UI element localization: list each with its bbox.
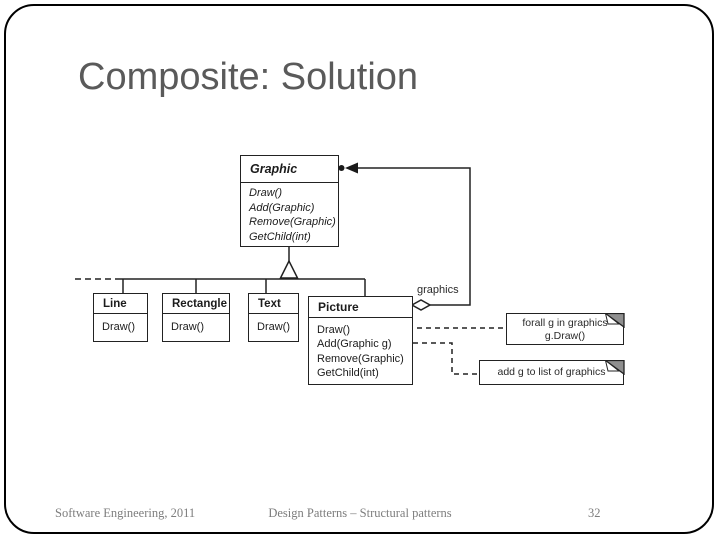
method: Draw() xyxy=(257,321,290,333)
note-text: add g to list of graphics xyxy=(497,366,606,378)
class-picture-name: Picture xyxy=(309,297,412,318)
footer-left-text: Software Engineering, 2011 xyxy=(55,506,196,520)
class-rectangle-methods: Draw() xyxy=(163,314,229,335)
class-graphic-methods: Draw() Add(Graphic) Remove(Graphic) GetC… xyxy=(241,183,338,244)
class-line: Line Draw() xyxy=(93,293,148,342)
note-fold-icon xyxy=(604,359,625,375)
footer-center-text: Design Patterns – Structural patterns xyxy=(268,506,452,520)
class-rectangle-name: Rectangle xyxy=(163,294,229,314)
method: Add(Graphic g) xyxy=(317,338,392,351)
class-graphic: Graphic Draw() Add(Graphic) Remove(Graph… xyxy=(240,155,339,247)
method: Remove(Graphic) xyxy=(249,216,336,228)
class-line-name: Line xyxy=(94,294,147,314)
method: Draw() xyxy=(102,321,135,333)
note-fold-icon xyxy=(604,312,625,328)
note-forall-graphics: forall g in graphics g.Draw() xyxy=(506,312,625,345)
page-title: Composite: Solution xyxy=(78,56,419,98)
note-text: g.Draw() xyxy=(544,330,586,342)
method: Remove(Graphic) xyxy=(317,352,404,365)
class-line-methods: Draw() xyxy=(94,314,147,335)
class-rectangle: Rectangle Draw() xyxy=(162,293,230,342)
class-text-name: Text xyxy=(249,294,298,314)
arrowhead-icon xyxy=(345,162,358,174)
note2-dashed-line xyxy=(404,342,479,375)
method: Add(Graphic) xyxy=(249,201,315,214)
note-text: forall g in graphics xyxy=(522,317,608,329)
aggregation-loop-line xyxy=(358,167,471,306)
footer-page-number: 32 xyxy=(588,506,601,520)
class-graphic-name: Graphic xyxy=(241,156,338,183)
arrow-dot-icon xyxy=(338,165,345,171)
method: Draw() xyxy=(171,321,204,333)
method: Draw() xyxy=(249,187,282,199)
method: Draw() xyxy=(317,324,350,336)
method: GetChild(int) xyxy=(317,367,379,380)
method: GetChild(int) xyxy=(249,230,311,243)
aggregation-role-label: graphics xyxy=(417,284,459,296)
slide-footer: Design Patterns – Structural patterns So… xyxy=(0,506,720,526)
aggregation-diamond-icon xyxy=(410,299,432,311)
class-text: Text Draw() xyxy=(248,293,299,342)
inheritance-triangle-icon xyxy=(279,259,299,279)
class-text-methods: Draw() xyxy=(249,314,298,335)
class-picture: Picture Draw() Add(Graphic g) Remove(Gra… xyxy=(308,296,413,385)
note-add-to-list: add g to list of graphics xyxy=(479,359,625,385)
class-picture-methods: Draw() Add(Graphic g) Remove(Graphic) Ge… xyxy=(309,318,412,381)
